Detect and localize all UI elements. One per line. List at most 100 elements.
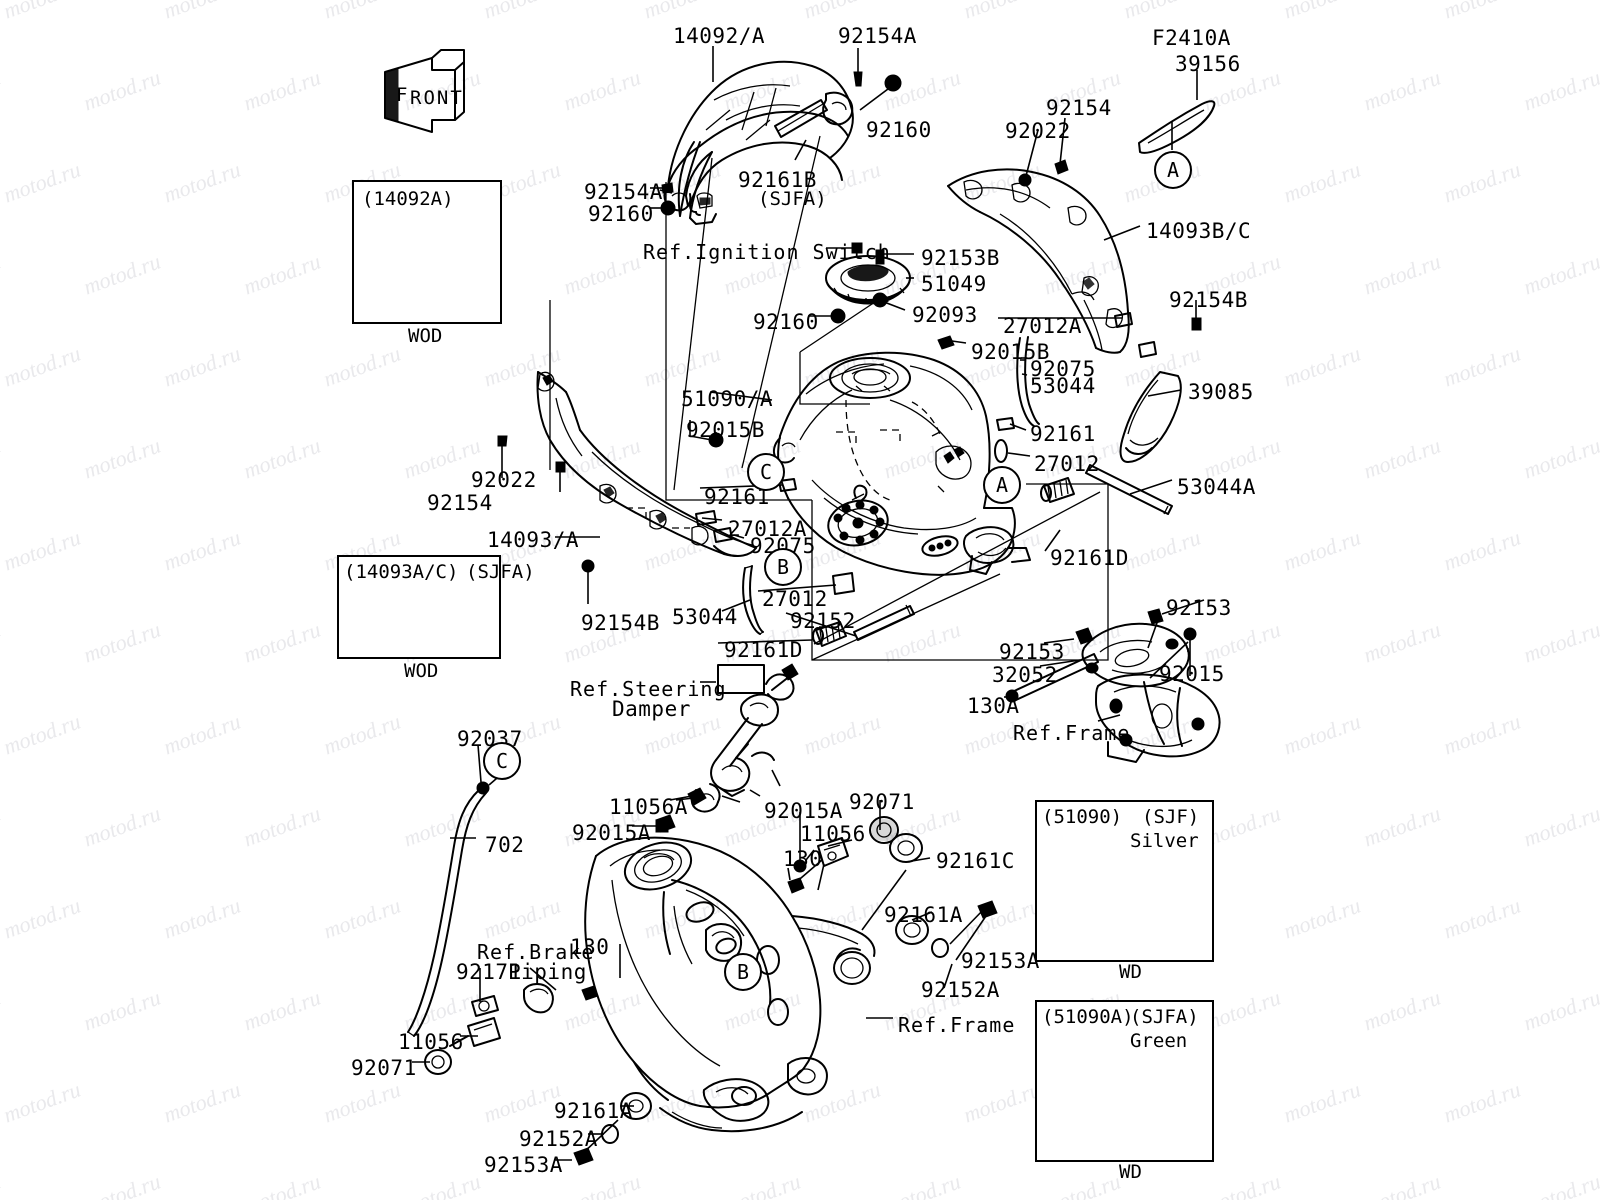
part-label-14092a: 14092/A <box>673 24 766 48</box>
part-label-92022-tr: 92022 <box>1005 119 1071 143</box>
part-label-92154a-l: 92154A <box>584 180 663 204</box>
part-label-92154-l: 92154 <box>427 491 493 515</box>
fuel-pump-plate <box>824 486 892 551</box>
part-label-92154b-l: 92154B <box>581 611 660 635</box>
part-label-92015a-l: 92015A <box>572 821 651 845</box>
callout-circle-a-0: A <box>1154 151 1192 189</box>
part-14092a-cover <box>664 62 852 224</box>
part-39085-pad <box>1121 372 1181 462</box>
part-label-14093a: 14093/A <box>487 528 580 552</box>
part-label-92160-t: 92160 <box>866 118 932 142</box>
part-label-92152: 92152 <box>790 609 856 633</box>
ref-frame-bracket-right <box>1096 674 1220 762</box>
callout-circle-a-1: A <box>983 466 1021 504</box>
inset-51090-box <box>1035 800 1214 962</box>
ref-steering-damper-assembly <box>688 664 798 812</box>
part-label-51049: 51049 <box>921 272 987 296</box>
inset-14093ac-caption: WOD <box>404 660 439 682</box>
inset-14093ac-box <box>337 555 501 659</box>
inset-14092a-variant: (SJFA) <box>758 188 827 210</box>
svg-text:RONT: RONT <box>410 87 464 109</box>
callout-circle-b-3: B <box>724 953 762 991</box>
part-label-130-t: 130 <box>783 847 823 871</box>
inset-14093ac-code: (14093A/C) <box>344 561 459 583</box>
part-label-39156: 39156 <box>1175 52 1241 76</box>
inset-51090a-variant: (SJFA) <box>1130 1006 1199 1028</box>
part-label-27012a-r: 27012A <box>1003 314 1082 338</box>
svg-text:F: F <box>396 84 409 106</box>
part-label-53044-r: 53044 <box>1030 374 1096 398</box>
lower-fastener-cluster <box>425 815 997 1165</box>
part-label-refsteer1: Ref.Steering <box>570 677 727 701</box>
part-label-39085: 39085 <box>1188 380 1254 404</box>
inset-14092a-code: (14092A) <box>362 188 454 210</box>
part-label-92171: 92171 <box>456 960 522 984</box>
part-14093a-cover <box>538 372 757 556</box>
part-label-92160-m: 92160 <box>753 310 819 334</box>
part-label-92071-t: 92071 <box>849 790 915 814</box>
inset-51090-caption: WD <box>1119 961 1142 983</box>
part-label-refbrake2: Piping <box>508 960 587 984</box>
part-label-11056a: 11056A <box>609 795 688 819</box>
part-label-92153a-r: 92153A <box>961 949 1040 973</box>
part-label-51090a: 51090/A <box>681 387 774 411</box>
inset-14093ac-variant: (SJFA) <box>466 561 535 583</box>
callout-circle-b-2: B <box>764 548 802 586</box>
part-label-92075-r: 92075 <box>1030 357 1096 381</box>
part-label-92093: 92093 <box>912 303 978 327</box>
part-label-92015b-l: 92015B <box>686 418 765 442</box>
part-label-130-b: 130 <box>570 935 610 959</box>
part-label-92152a-b: 92152A <box>519 1127 598 1151</box>
part-label-f2410a: F2410A <box>1152 26 1231 50</box>
part-label-92160-l: 92160 <box>588 202 654 226</box>
part-label-92161-r: 92161 <box>1030 422 1096 446</box>
part-label-92154a-t: 92154A <box>838 24 917 48</box>
inset-51090a-color-note: Green <box>1130 1030 1188 1052</box>
part-label-92154b-r: 92154B <box>1169 288 1248 312</box>
callout-circle-c-5: C <box>483 742 521 780</box>
part-label-14093bc: 14093B/C <box>1146 219 1252 243</box>
part-label-32052: 32052 <box>992 663 1058 687</box>
part-label-92153-r2: 92153 <box>999 640 1065 664</box>
inset-14092a-box: (14092A) (SJFA) <box>352 180 827 324</box>
part-label-11056-b: 11056 <box>398 1030 464 1054</box>
part-label-92154-tr: 92154 <box>1046 96 1112 120</box>
part-label-92071-b: 92071 <box>351 1056 417 1080</box>
part-label-refign: Ref.Ignition Switch <box>643 240 891 264</box>
part-14093bc-cover <box>948 169 1129 352</box>
front-arrow-marker: F RONT <box>385 50 464 132</box>
part-label-refframe2: Ref.Frame <box>898 1013 1016 1037</box>
part-label-refbrake1: Ref.Brake <box>477 940 595 964</box>
part-label-53044-m: 53044 <box>672 605 738 629</box>
part-label-92161a-t: 92161A <box>884 903 963 927</box>
part-label-92161b: 92161B <box>738 168 817 192</box>
part-label-92153b: 92153B <box>921 246 1000 270</box>
inset-51090a-code: (51090A) <box>1042 1006 1134 1028</box>
part-702-hose <box>408 782 489 1036</box>
part-label-92153-r1: 92153 <box>1166 596 1232 620</box>
inset-51090-color-note: Silver <box>1130 830 1199 852</box>
part-label-92161c: 92161C <box>936 849 1015 873</box>
part-label-refframe1: Ref.Frame <box>1013 721 1131 745</box>
part-label-11056-t: 11056 <box>800 822 866 846</box>
part-label-92153a-b: 92153A <box>484 1153 563 1177</box>
part-label-refsteer2: Damper <box>612 697 691 721</box>
part-label-92015-r: 92015 <box>1159 662 1225 686</box>
part-39156-blade <box>1139 101 1214 153</box>
part-label-92015a-t: 92015A <box>764 799 843 823</box>
part-51090-fuel-tank <box>774 353 1030 575</box>
callout-circle-c-4: C <box>747 453 785 491</box>
part-label-27012-m: 27012 <box>762 587 828 611</box>
part-label-92015b-r: 92015B <box>971 340 1050 364</box>
part-label-92152a-r: 92152A <box>921 978 1000 1002</box>
inset-51090a-box <box>1035 1000 1214 1162</box>
part-label-92161d-r: 92161D <box>1050 546 1129 570</box>
part-label-27012-r: 27012 <box>1034 452 1100 476</box>
part-label-702: 702 <box>485 833 525 857</box>
part-label-92161d-l: 92161D <box>724 638 803 662</box>
part-label-92022-l: 92022 <box>471 468 537 492</box>
inset-51090a-caption: WD <box>1119 1161 1142 1183</box>
part-label-53044a: 53044A <box>1177 475 1256 499</box>
part-label-27012a-m: 27012A <box>728 517 807 541</box>
part-label-130a: 130A <box>967 694 1020 718</box>
